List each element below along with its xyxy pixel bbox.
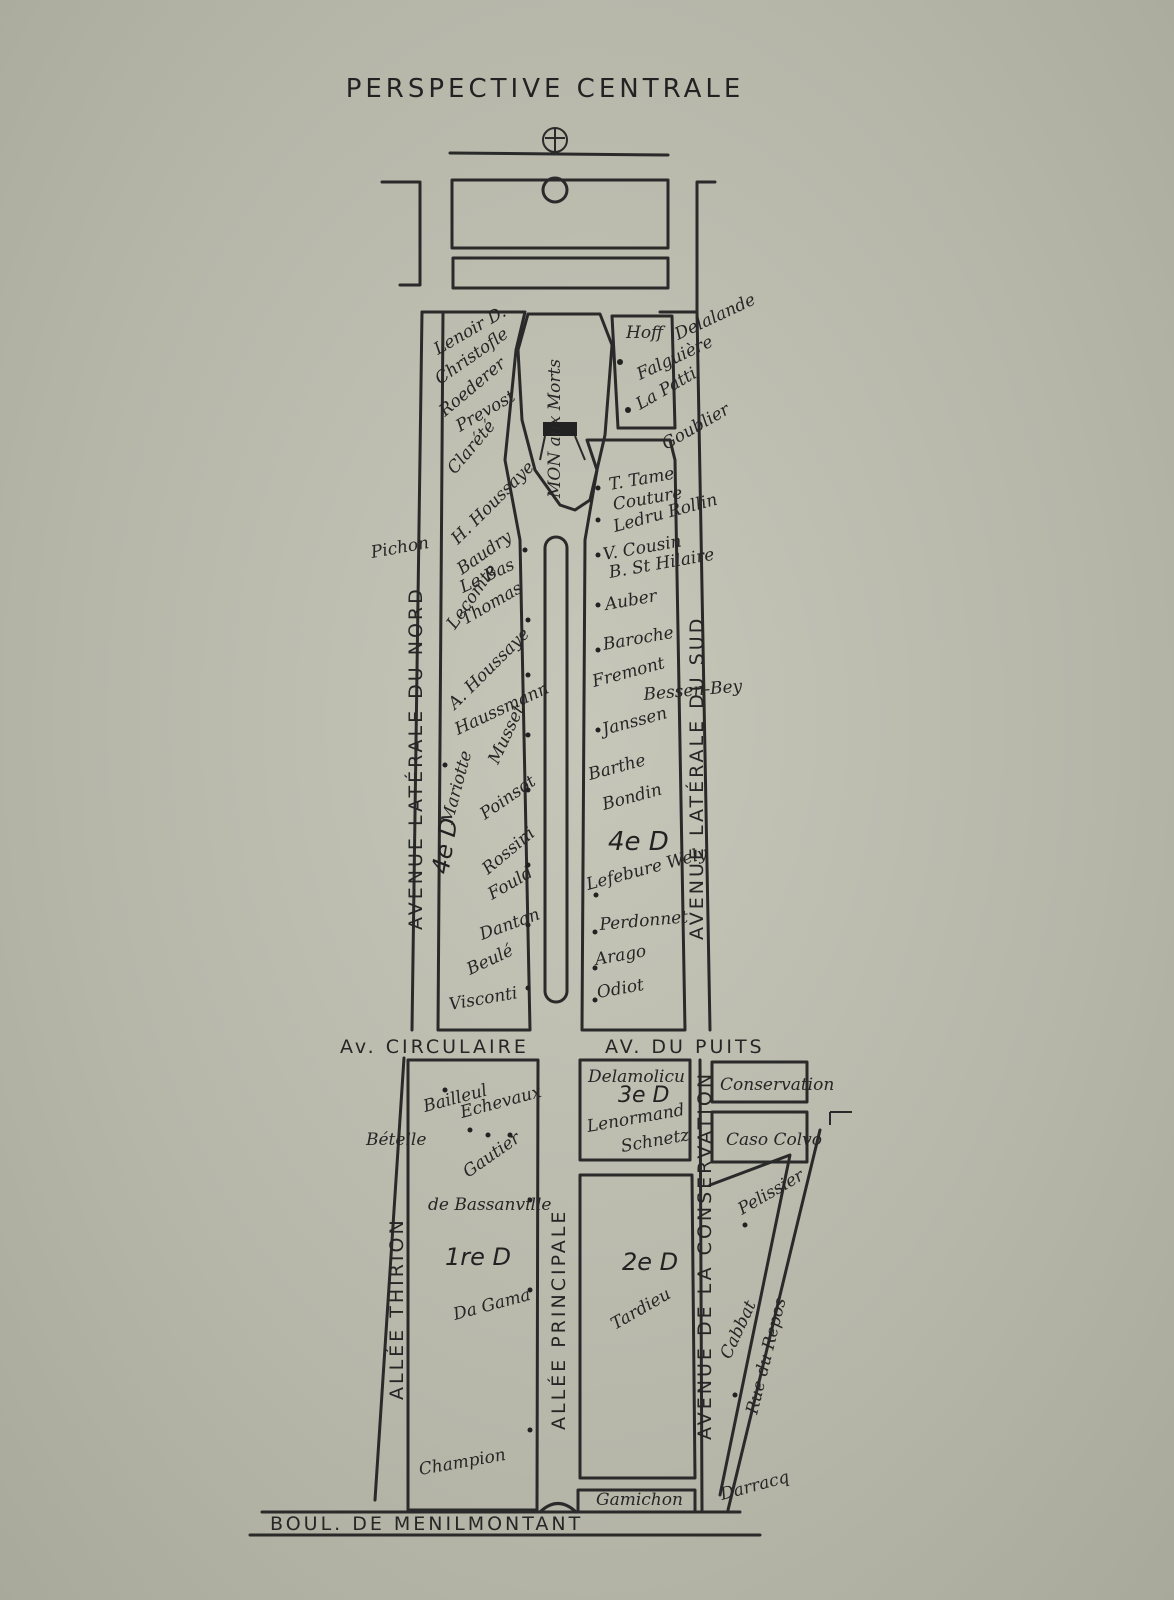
chapel-plot (450, 178, 670, 250)
grave-label: Beulé (463, 941, 517, 980)
label-2d: 2e D (622, 1248, 678, 1276)
grave-label: Champion (417, 1445, 507, 1480)
grave-label: Pichon (368, 533, 430, 563)
grave-label: Mariotte (437, 749, 476, 828)
grave-label: Odiot (595, 975, 645, 1003)
grave-label: Delamolicu (587, 1067, 685, 1087)
d3-block-names: Delamolicu Lenormand Schnetz (584, 1067, 691, 1157)
label-boulevard: BOUL. DE MENILMONTANT (270, 1513, 583, 1535)
grave-label: Barthe (585, 750, 648, 785)
grave-label: Bondin (599, 780, 664, 815)
label-4d-right: 4e D (608, 827, 669, 857)
building-conservation (710, 1060, 809, 1104)
block-3d (578, 1058, 692, 1162)
grave-label: Visconti (447, 983, 519, 1015)
label-allee-principale: ALLÉE PRINCIPALE (547, 1209, 570, 1430)
grave-label: Tardieu (608, 1284, 675, 1334)
label-monument: MON aux Morts (545, 359, 565, 499)
right-bracket (695, 180, 717, 314)
label-av-puits: AV. DU PUITS (605, 1036, 765, 1058)
grave-label: de Bassanville (428, 1195, 551, 1215)
block-1d (406, 1058, 540, 1512)
grave-label: Perdonnet (598, 907, 689, 935)
grave-label: Gautier (459, 1128, 525, 1182)
grave-label: Janssen (597, 703, 669, 740)
label-av-conservation: AVENUE DE LA CONSERVATION (694, 1071, 716, 1440)
grave-label: Auber (601, 586, 659, 615)
chapel-lawn (451, 256, 670, 290)
block-2d (578, 1173, 697, 1480)
cross-icon (542, 127, 568, 153)
top-wall (448, 151, 670, 157)
central-strip (543, 535, 569, 1004)
plot-hoff (610, 314, 677, 430)
grave-label: Poinsot (476, 771, 540, 824)
grave-label: Bételle (365, 1130, 426, 1150)
block-4d-north (436, 310, 532, 1032)
label-av-circulaire: Av. CIRCULAIRE (340, 1036, 529, 1058)
label-3d: 3e D (618, 1083, 669, 1108)
chapel-icon (541, 176, 569, 204)
grave-label: Da Gama (450, 1285, 533, 1325)
central-lawn (516, 312, 614, 512)
label-av-laterale-sud: AVENUE LATÉRALE DU SUD (685, 616, 708, 940)
av-sud-line (695, 310, 712, 1032)
grave-label: Hoff (625, 323, 666, 343)
south-block-names: Hoff Delalande Falguière La Patti Goubli… (583, 290, 759, 1003)
label-1d: 1re D (445, 1243, 511, 1271)
grave-label: Schnetz (619, 1125, 691, 1157)
grave-label: Delalande (671, 290, 759, 345)
grave-label: Darracq (717, 1467, 791, 1505)
grave-label: Arago (591, 941, 647, 970)
rue-repos-edge-b (726, 1128, 822, 1512)
rue-repos-edge-a (708, 1153, 792, 1497)
grave-label: Dantan (476, 904, 543, 945)
grave-label: Bessen-Bey (642, 676, 744, 705)
allee-thirion-line (373, 1056, 406, 1502)
grave-markers (442, 359, 748, 1433)
grave-label: Baroche (600, 623, 675, 655)
north-block-names: Lenoir D. Christofle Roederer Prevost Cl… (430, 302, 552, 1015)
label-av-laterale-nord: AVENUE LATÉRALE DU NORD (404, 586, 427, 930)
main-gate-icon (538, 1502, 578, 1514)
label-4d-left: 4e D (426, 816, 463, 876)
grave-label: Gamichon (596, 1490, 683, 1510)
map-title: PERSPECTIVE CENTRALE (346, 74, 745, 104)
av-nord-line (410, 310, 424, 1032)
label-conservation: Conservation (720, 1075, 834, 1095)
building-caveau (710, 1110, 809, 1164)
label-allee-thirion: ALLÉE THIRION (385, 1217, 408, 1400)
monument-icon (543, 422, 577, 436)
label-caveau: Caso Colvo (726, 1130, 822, 1150)
left-bracket (380, 180, 422, 287)
